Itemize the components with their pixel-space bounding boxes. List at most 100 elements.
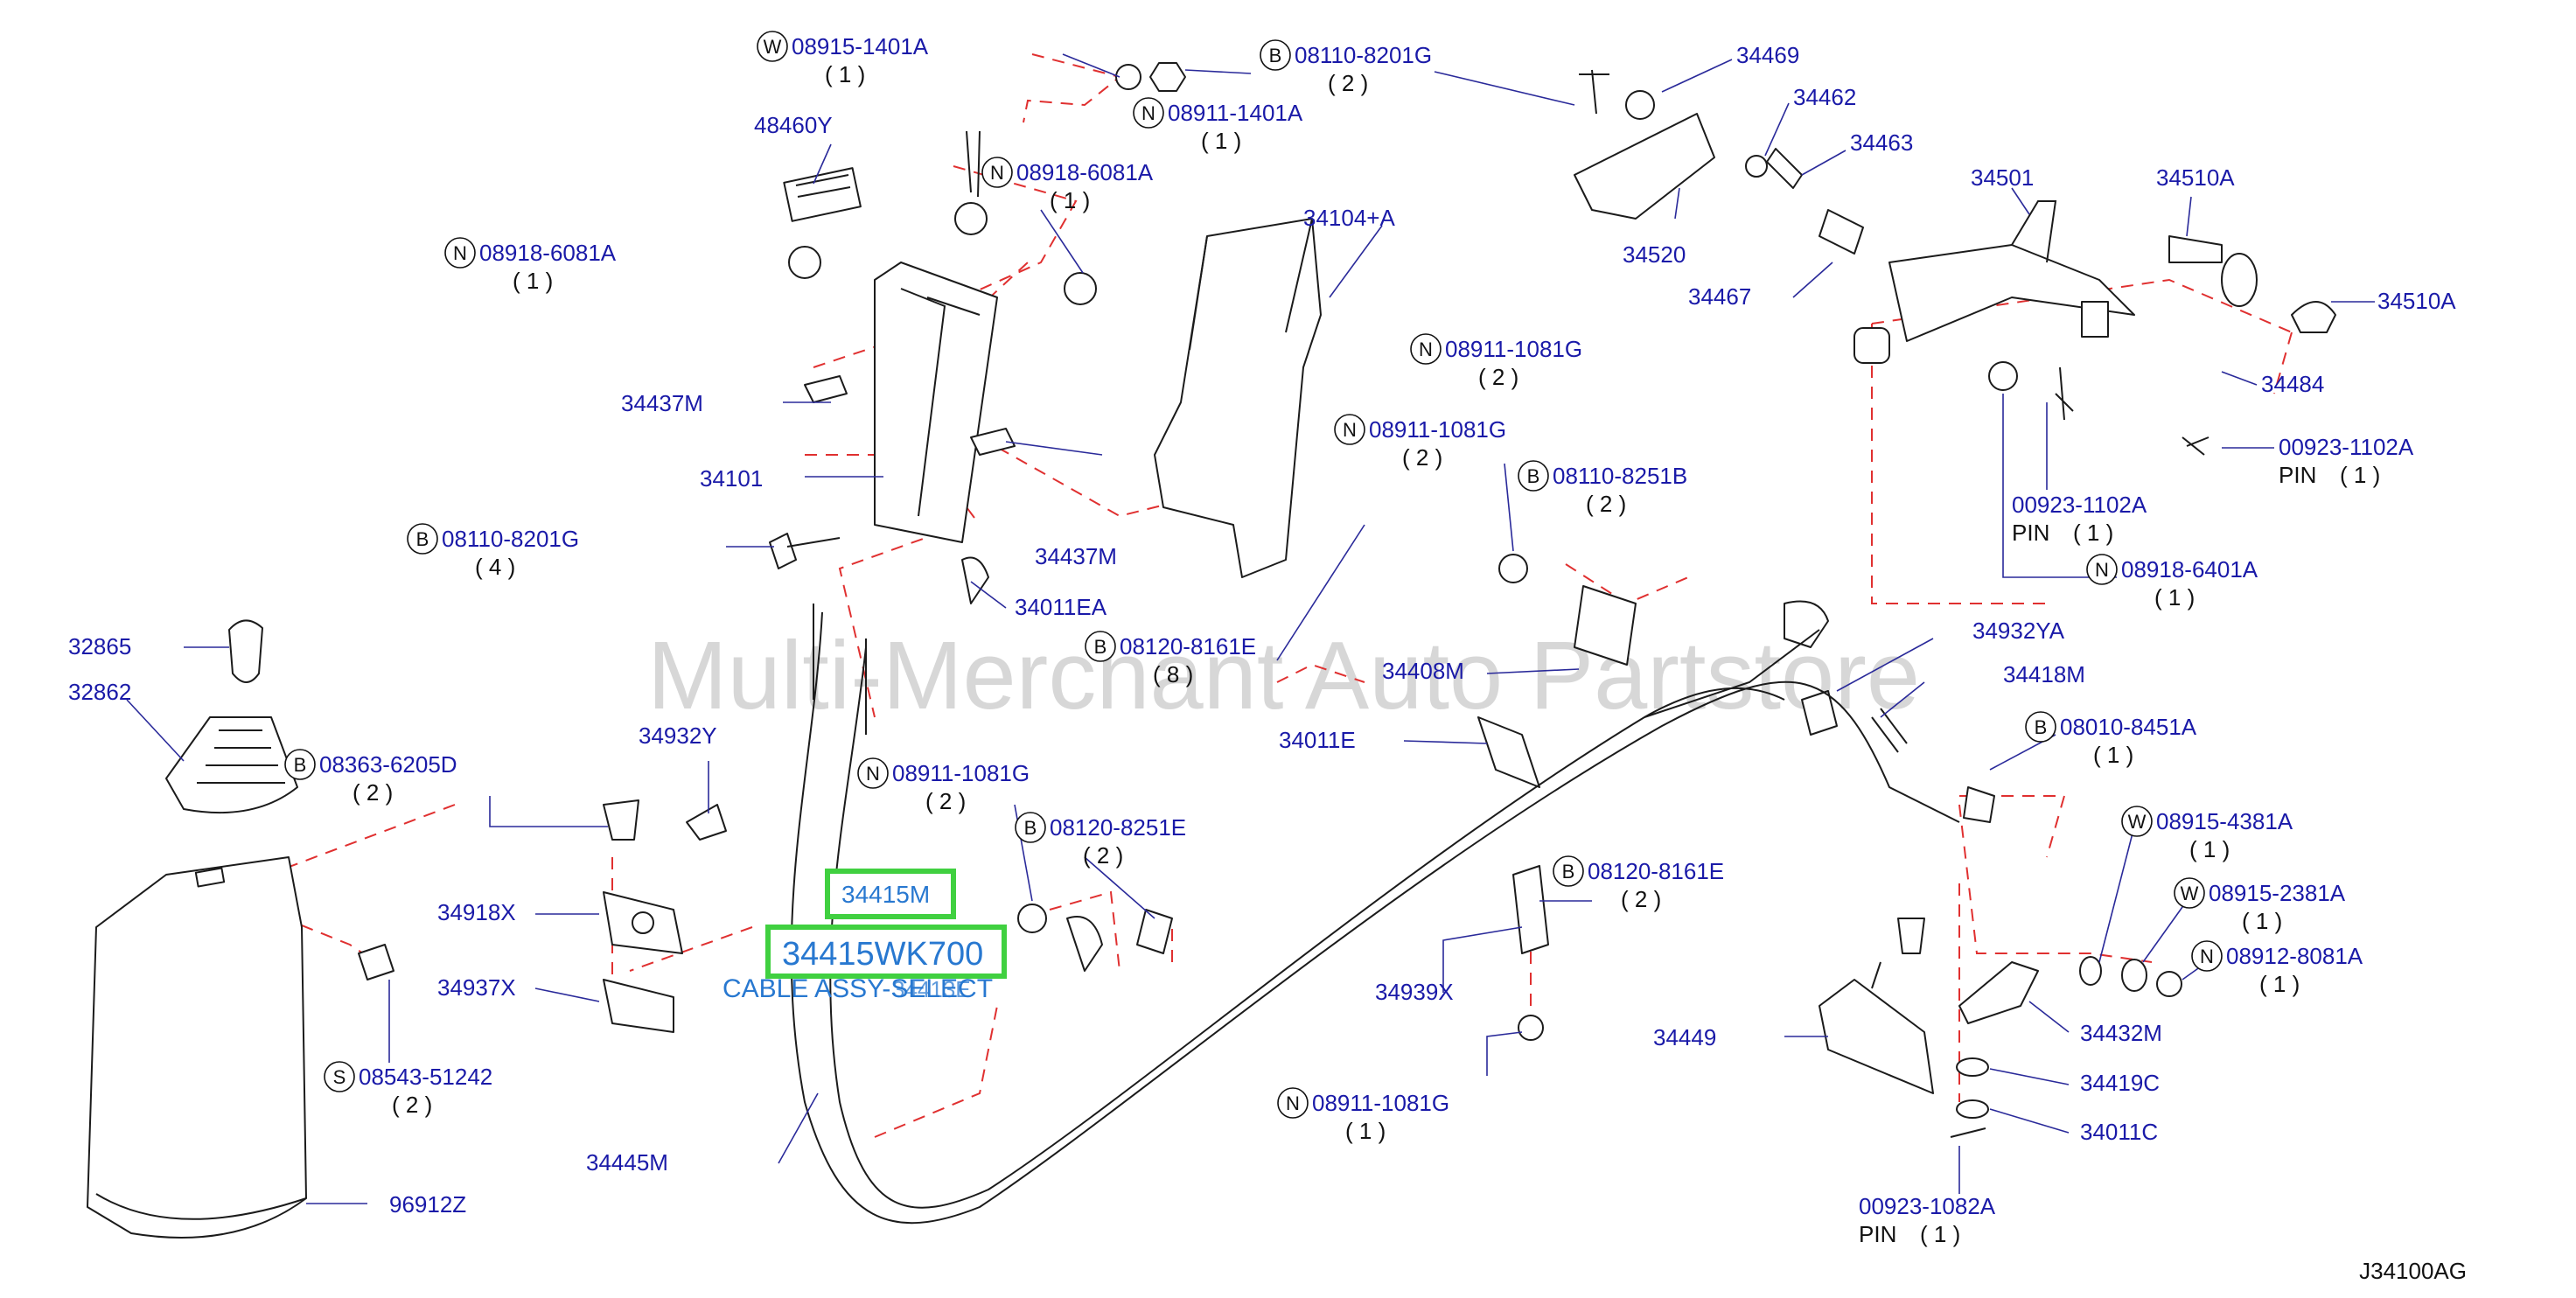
label-prefix: W: [764, 36, 782, 58]
label-prefix-badge: [857, 757, 889, 789]
label-prefix-badge: [2025, 711, 2056, 743]
part-number: 08911-1081G: [1312, 1090, 1449, 1116]
label-34510a-1: 34510A: [2156, 164, 2235, 191]
label-n-08918-6401a: N 08918-6401A( 1 ): [2086, 554, 2258, 611]
label-prefix-badge: [1277, 1087, 1309, 1119]
label-34104a: 34104+A: [1303, 205, 1395, 231]
label-prefix-badge: [407, 523, 438, 555]
part-qty: ( 2 ): [1402, 444, 1442, 471]
highlight-box-small[interactable]: [825, 869, 956, 919]
bracket-34520: [1574, 113, 1715, 220]
part-number: 34437M: [1035, 543, 1117, 569]
label-b-08120-8161e-b: B 08120-8161E( 2 ): [1553, 855, 1724, 912]
part-number: 08110-8251B: [1553, 463, 1687, 489]
label-prefix: B: [1562, 861, 1575, 883]
label-prefix: N: [1419, 338, 1433, 360]
part-qty: ( 1 ): [1920, 1221, 1960, 1247]
part-sub: PIN: [2279, 462, 2316, 488]
part-number: 08915-1401A: [792, 33, 929, 59]
highlight-part-small[interactable]: 34415M: [841, 881, 930, 908]
part-number: 34437M: [621, 390, 703, 416]
assembly-dash-lines: [209, 53, 2293, 1138]
label-prefix: B: [1094, 636, 1107, 658]
part-number: 34484: [2261, 371, 2324, 397]
highlight-part-large[interactable]: 34415WK700: [782, 936, 983, 973]
label-prefix-badge: [284, 749, 316, 780]
part-number: 34469: [1736, 42, 1799, 68]
part-number: 34939X: [1375, 979, 1454, 1005]
label-34432m: 34432M: [2080, 1020, 2162, 1046]
part-number: 96912Z: [389, 1191, 466, 1218]
label-prefix: B: [2035, 716, 2048, 738]
label-prefix-badge: [1260, 39, 1291, 71]
label-prefix: N: [2200, 946, 2214, 967]
shift-lever-bracket: [874, 262, 998, 543]
part-number: 34408M: [1382, 658, 1464, 684]
part-number: 08918-6081A: [479, 240, 617, 266]
part-number: 34104+A: [1303, 205, 1395, 231]
label-32865: 32865: [68, 633, 131, 659]
part-number: 00923-1102A: [2012, 492, 2147, 518]
part-qty: ( 1 ): [2259, 971, 2300, 997]
label-prefix-badge: [757, 31, 788, 62]
label-prefix: N: [1141, 102, 1155, 124]
part-number: 08120-8251E: [1050, 814, 1186, 841]
part-qty: ( 1 ): [1050, 187, 1090, 213]
part-number: 34011E: [1279, 727, 1356, 753]
label-prefix-badge: [1518, 460, 1549, 492]
part-number: 08912-8081A: [2226, 943, 2363, 969]
part-qty: ( 1 ): [2154, 584, 2195, 611]
highlight-description: CABLE ASSY-SELECT: [723, 974, 993, 1003]
label-34418m: 34418M: [2003, 661, 2085, 687]
part-number: 34510A: [2377, 288, 2456, 314]
part-number: 08915-4381A: [2156, 808, 2293, 834]
label-34437m-r: 34437M: [1035, 543, 1117, 569]
part-number: 34932Y: [639, 722, 717, 749]
label-34419c: 34419C: [2080, 1070, 2160, 1096]
label-34467: 34467: [1688, 283, 1751, 310]
label-34463: 34463: [1850, 129, 1913, 156]
label-34437m-l: 34437M: [621, 390, 703, 416]
label-prefix: B: [1269, 45, 1282, 66]
part-qty: ( 2 ): [1621, 886, 1661, 912]
label-34462: 34462: [1793, 84, 1856, 110]
part-number: 08911-1401A: [1168, 100, 1303, 126]
label-34932y: 34932Y: [639, 722, 717, 749]
part-number: 08010-8451A: [2060, 714, 2197, 740]
part-qty: ( 1 ): [825, 61, 865, 87]
label-34011ea: 34011EA: [1015, 594, 1107, 620]
part-number: 08120-8161E: [1588, 858, 1724, 884]
highlight-box-large[interactable]: [765, 925, 1007, 979]
label-prefix-badge: [1133, 97, 1164, 129]
part-number: 34462: [1793, 84, 1856, 110]
part-qty: ( 2 ): [925, 788, 966, 814]
part-number: 32865: [68, 633, 131, 659]
highlight-group[interactable]: 34415M 34415WK700 34413E CABLE ASSY-SELE…: [723, 869, 1007, 1003]
part-qty: ( 4 ): [475, 554, 515, 580]
diagram-code: J34100AG: [2359, 1258, 2467, 1284]
label-prefix: N: [2095, 559, 2109, 581]
part-number: 08120-8161E: [1120, 633, 1256, 659]
part-qty: ( 1 ): [2093, 742, 2133, 768]
part-number: 34937X: [437, 974, 516, 1001]
label-prefix-badge: [1334, 414, 1365, 445]
label-prefix: B: [416, 528, 429, 550]
label-prefix: N: [866, 763, 880, 785]
label-34510a-2: 34510A: [2377, 288, 2456, 314]
part-sub: PIN: [2012, 520, 2049, 546]
label-prefix-badge: [2174, 877, 2205, 909]
part-qty: ( 2 ): [1586, 491, 1626, 517]
part-number: 08918-6401A: [2121, 556, 2258, 583]
part-number: 32862: [68, 679, 131, 705]
label-prefix: B: [1024, 817, 1037, 839]
